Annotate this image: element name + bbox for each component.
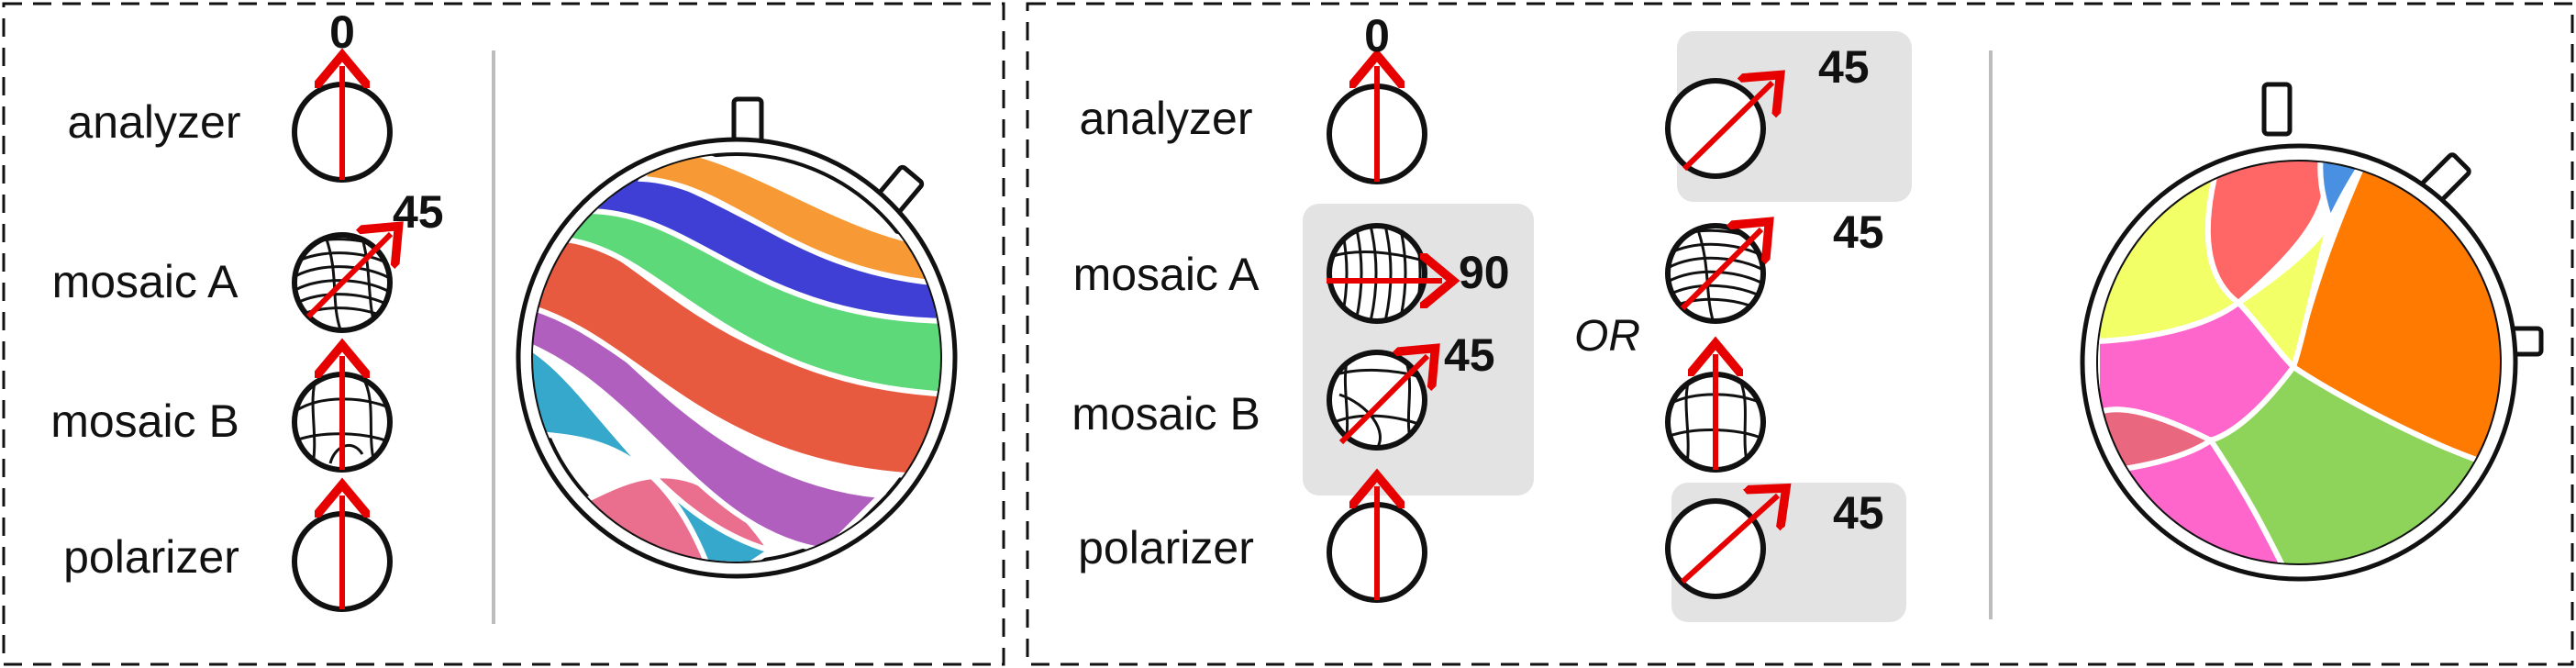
right-mosaic-a-angle: 90 <box>1459 247 1510 298</box>
right-mosaic-b-arrow-icon <box>1338 356 1427 445</box>
right-mosaic-a-icon <box>1327 223 1427 324</box>
left-label-mosaic-a: mosaic A <box>52 256 239 307</box>
right-alt-analyzer-icon <box>1665 78 1766 179</box>
left-label-mosaic-b: mosaic B <box>50 395 239 447</box>
left-panel: analyzer mosaic A mosaic B polarizer <box>2 2 1005 666</box>
left-mosaic-a-arrow-icon <box>305 234 391 319</box>
left-label-polarizer: polarizer <box>63 531 239 583</box>
right-mosaic-b-icon <box>1327 350 1427 451</box>
right-label-analyzer: analyzer <box>1080 93 1253 144</box>
left-mosaic-a-angle: 45 <box>393 186 444 238</box>
right-label-mosaic-a: mosaic A <box>1073 249 1260 300</box>
or-label: OR <box>1574 312 1640 361</box>
right-alt-polarizer-angle: 45 <box>1833 487 1884 539</box>
left-analyzer-angle: 0 <box>329 6 355 58</box>
right-label-polarizer: polarizer <box>1078 522 1254 573</box>
left-label-analyzer: analyzer <box>68 96 241 148</box>
right-analyzer-angle: 0 <box>1364 10 1390 61</box>
right-alt-mosaic-a-angle: 45 <box>1833 206 1884 258</box>
right-alt-analyzer-arrow-icon <box>1682 83 1772 172</box>
right-viewer-icon <box>2080 82 2544 582</box>
right-panel: analyzer mosaic A mosaic B polarizer OR <box>1026 2 2574 666</box>
right-mosaic-b-angle: 45 <box>1444 329 1495 381</box>
right-alt-polarizer-arrow-icon <box>1680 495 1778 584</box>
right-alt-analyzer-angle: 45 <box>1818 41 1870 93</box>
right-alt-mosaic-a-arrow-icon <box>1680 229 1761 311</box>
right-label-mosaic-b: mosaic B <box>1071 388 1260 440</box>
left-viewer-icon <box>516 96 958 579</box>
